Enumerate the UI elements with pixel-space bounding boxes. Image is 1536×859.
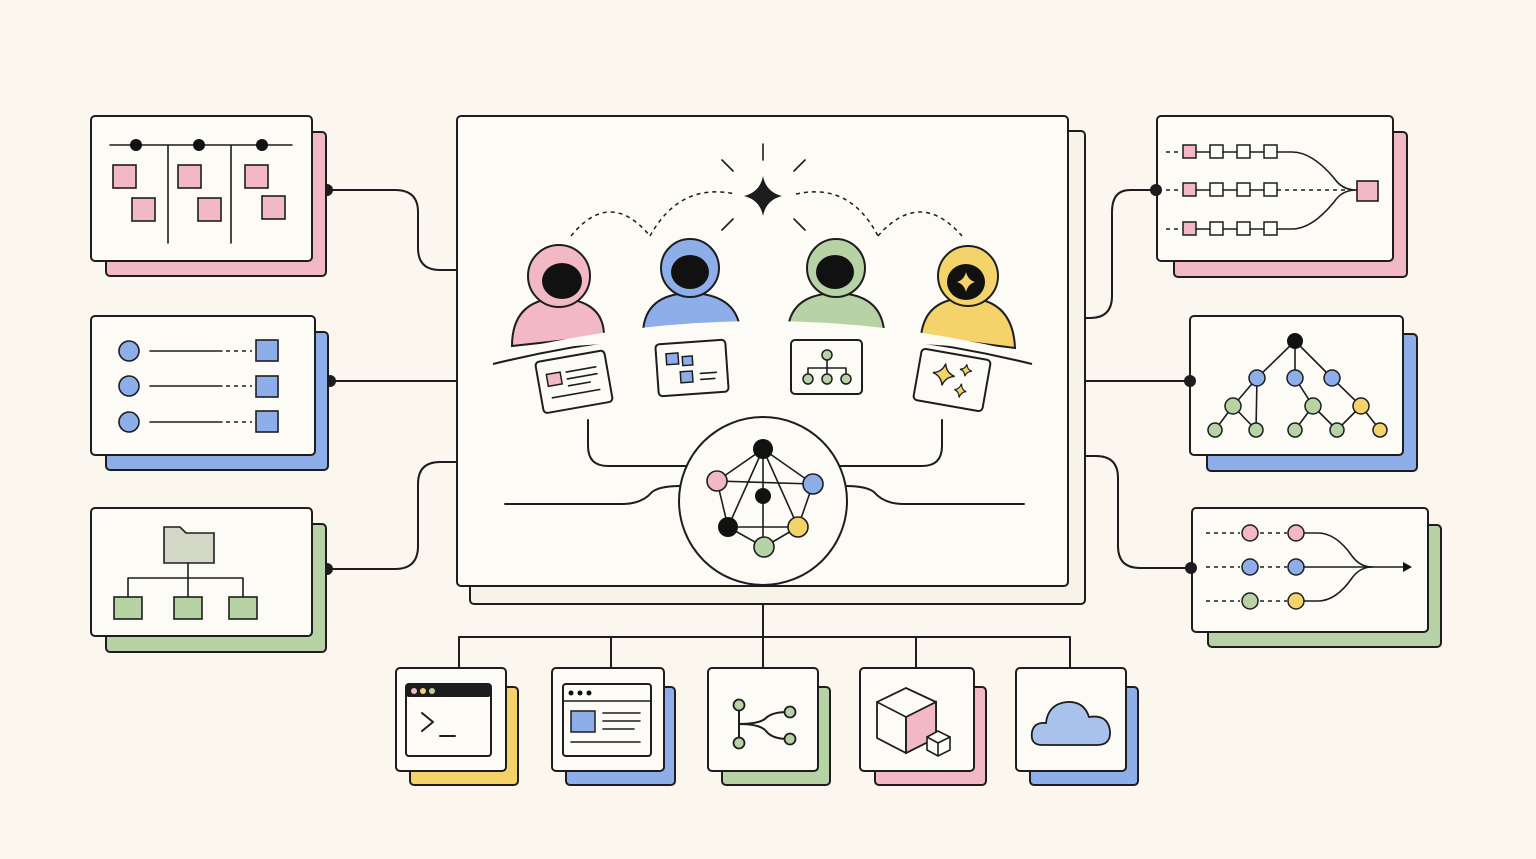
connector-right-3 <box>1085 455 1191 569</box>
hierarchy-card-icon <box>790 339 863 395</box>
cloud-icon <box>1030 701 1111 746</box>
layout-card-icon <box>654 338 730 398</box>
connector-bottom-drops <box>610 636 917 669</box>
document-card-icon <box>534 349 614 414</box>
link-right-low <box>845 485 1025 505</box>
right-card-pipeline <box>1150 115 1408 278</box>
tool-card-git <box>707 667 831 786</box>
git-branch-icon <box>732 698 797 750</box>
person-green <box>786 238 886 332</box>
right-card-flow <box>1185 507 1442 648</box>
flow-merge-icon <box>1206 524 1412 610</box>
team-members <box>510 238 1017 350</box>
mapping-list-icon <box>118 339 279 433</box>
tree-graph-icon <box>1207 333 1388 438</box>
collaboration-arcs <box>570 191 963 237</box>
cube-package-icon <box>876 687 951 757</box>
connector-left-1 <box>326 189 459 271</box>
folder-tree-icon <box>113 526 258 620</box>
right-card-tree <box>1184 315 1418 472</box>
link-right <box>835 419 943 467</box>
tool-card-cloud <box>1015 667 1139 786</box>
connector-right-1 <box>1085 189 1157 319</box>
pipeline-merge-icon <box>1166 144 1379 236</box>
link-left <box>587 419 691 467</box>
timeline-board-icon <box>109 139 293 244</box>
tool-card-browser <box>551 667 676 786</box>
tool-card-cube <box>859 667 987 786</box>
person-pink <box>510 244 606 348</box>
connector-bottom-bus <box>458 636 1071 669</box>
left-card-mapping <box>90 315 329 471</box>
junction-dot <box>1150 184 1162 196</box>
left-card-folders <box>90 507 327 653</box>
center-panel-frame <box>456 115 1069 587</box>
sparkle-icon <box>957 272 975 292</box>
junction-dot <box>1184 375 1196 387</box>
center-panel <box>456 115 1086 605</box>
terminal-icon <box>405 683 492 757</box>
junction-dot <box>1185 562 1197 574</box>
network-graph-icon <box>678 416 848 586</box>
connector-left-3 <box>326 461 459 570</box>
sparkle-burst-icon <box>721 143 806 231</box>
sparkles-card-icon <box>912 347 992 413</box>
link-left-low <box>504 485 681 505</box>
person-yellow <box>919 245 1017 350</box>
browser-window-icon <box>562 683 652 757</box>
tool-card-terminal <box>395 667 519 786</box>
left-card-timeline <box>90 115 327 277</box>
